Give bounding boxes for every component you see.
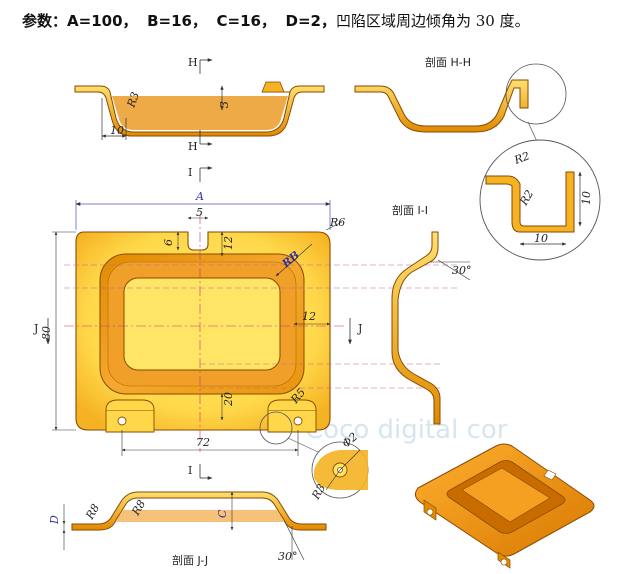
dim-12-right: 12 bbox=[302, 310, 316, 323]
pocket-floor bbox=[123, 277, 281, 371]
parameter-header: 参数：A=100， B=16， C=16， D=2，凹陷区域周边倾角为 30 度… bbox=[22, 10, 530, 31]
section-hh-title: 剖面 H-H bbox=[425, 55, 471, 69]
cut-label-i-bottom: I bbox=[188, 464, 192, 477]
angle-30-jj: 30° bbox=[278, 550, 298, 563]
plan-view: A 5 6 bbox=[33, 190, 460, 480]
detail-enlargement: R2 R2 10 10 bbox=[479, 139, 601, 261]
dim-d: D bbox=[48, 515, 61, 525]
cut-label-h-top: H bbox=[188, 56, 198, 69]
section-jj: D R8 R8 C 30° 剖面 J-J bbox=[48, 491, 327, 567]
section-jj-title: 剖面 J-J bbox=[172, 553, 208, 567]
param-b: B=16， bbox=[147, 12, 207, 30]
angle-30-ii: 30° bbox=[452, 264, 472, 277]
side-profile-shape bbox=[74, 85, 325, 137]
side-tab-bump bbox=[261, 81, 285, 93]
dim-6: 6 bbox=[162, 239, 175, 246]
param-description: 凹陷区域周边倾角为 30 度。 bbox=[335, 12, 530, 30]
tab-left bbox=[105, 409, 155, 433]
param-a: A=100， bbox=[67, 12, 138, 30]
section-hh-profile bbox=[354, 79, 529, 133]
cut-label-h-bottom: H bbox=[188, 140, 198, 153]
plan-detail-circle bbox=[259, 411, 293, 445]
hole-left bbox=[117, 416, 127, 426]
dim-3-top: 3 bbox=[218, 101, 231, 108]
isometric-view bbox=[414, 443, 595, 569]
dim-r6: R6 bbox=[329, 216, 345, 229]
detail-circle-hh bbox=[505, 63, 567, 125]
cut-label-j-left: J bbox=[33, 322, 38, 335]
param-label: 参数： bbox=[22, 12, 68, 30]
dim-80: 80 bbox=[40, 326, 53, 340]
dim-c: C bbox=[216, 509, 229, 518]
iso-slot bbox=[543, 469, 557, 481]
section-ii-title: 剖面 I-I bbox=[392, 203, 428, 217]
cut-label-i-top: I bbox=[188, 166, 192, 179]
dim-a: A bbox=[195, 190, 204, 203]
iso-pocket-floor bbox=[461, 467, 551, 523]
iso-hole-left bbox=[426, 508, 434, 516]
dim-20: 20 bbox=[222, 392, 235, 407]
watermark-text: Coco digital cor bbox=[305, 415, 508, 445]
section-ii: 剖面 I-I 30° bbox=[391, 203, 472, 425]
dim-10-top: 10 bbox=[110, 124, 124, 137]
section-hh: 剖面 H-H bbox=[354, 55, 567, 149]
side-pocket-wall bbox=[112, 96, 288, 130]
dim-5: 5 bbox=[196, 206, 203, 219]
hole-right bbox=[293, 416, 303, 426]
iso-hole-right bbox=[500, 558, 508, 566]
side-view-top: 10 R3 3 H H I bbox=[74, 56, 325, 182]
dim-r8-a: R8 bbox=[83, 502, 102, 523]
section-ii-profile bbox=[391, 231, 441, 425]
section-jj-profile bbox=[71, 491, 327, 531]
cut-label-j-right: J bbox=[357, 322, 362, 335]
detail-profile bbox=[485, 171, 575, 233]
dim-r2-a: R2 bbox=[512, 149, 532, 167]
dim-12-top: 12 bbox=[222, 236, 235, 250]
dim-r3-top: R3 bbox=[124, 90, 142, 110]
param-d: D=2， bbox=[285, 12, 336, 30]
dim-10-vertical: 10 bbox=[580, 191, 593, 205]
dim-72: 72 bbox=[196, 436, 210, 449]
param-c: C=16， bbox=[216, 12, 276, 30]
dim-10-horizontal: 10 bbox=[534, 232, 548, 245]
